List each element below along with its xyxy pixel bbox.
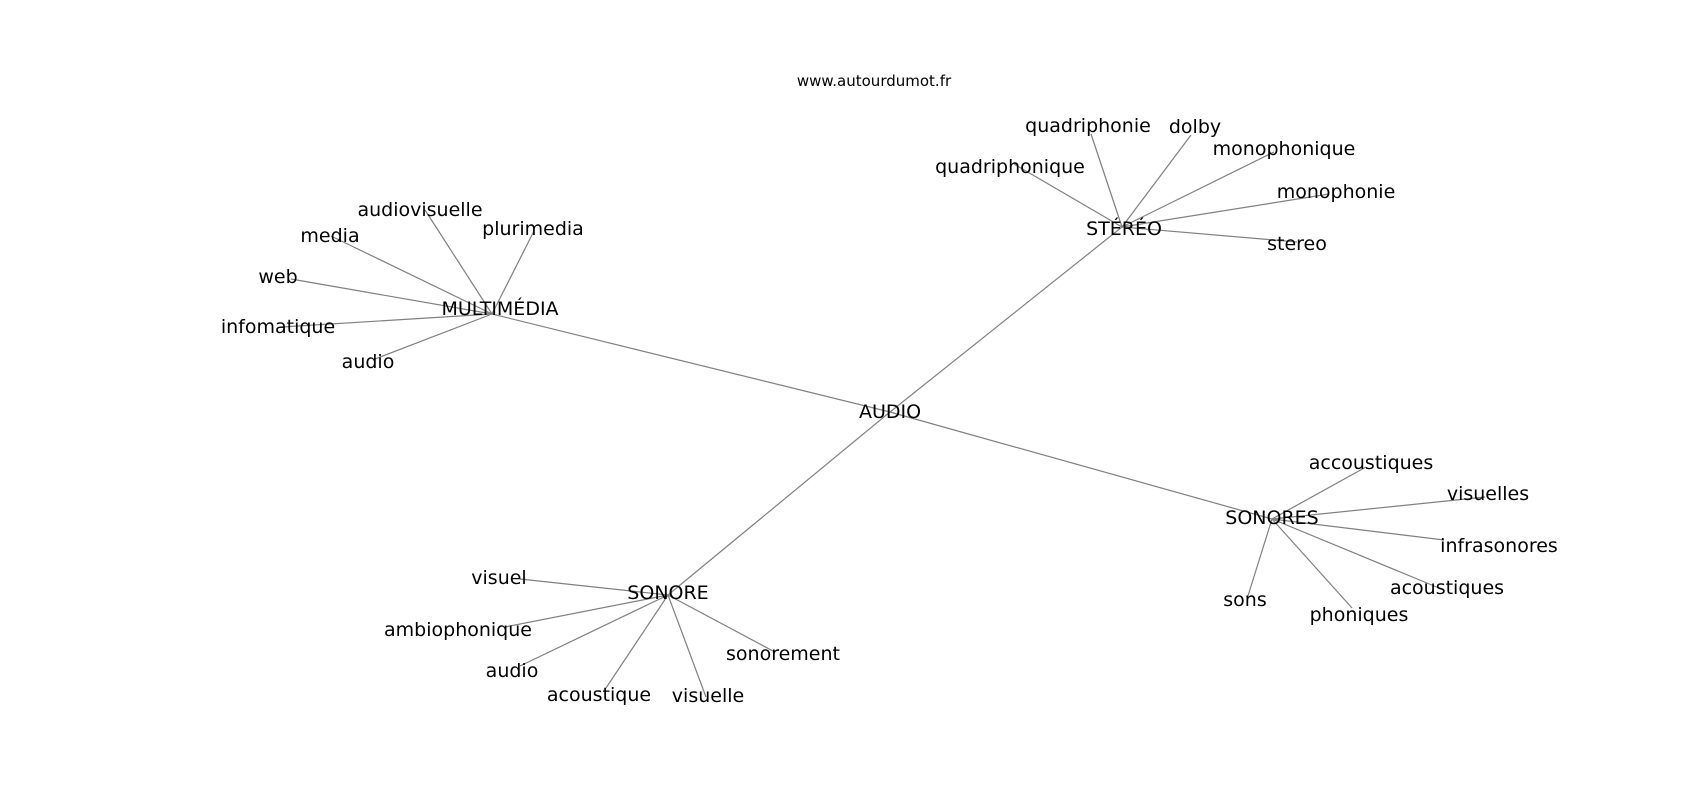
word-node-label: sonorement <box>726 643 840 665</box>
hub-node-label: STÉRÉO <box>1086 217 1162 240</box>
edge-center-to-hub <box>491 313 891 413</box>
word-node-label: quadriphonie <box>1025 115 1151 137</box>
edge-hub-to-word <box>519 594 669 667</box>
edge-hub-to-word <box>424 209 493 315</box>
word-node-label: acoustique <box>547 684 651 706</box>
hub-node-label: SONORES <box>1225 507 1318 529</box>
word-node-label: visuelles <box>1447 483 1529 505</box>
word-node-label: infrasonores <box>1440 535 1558 557</box>
edge-hub-to-word <box>1013 163 1123 228</box>
edge-hub-to-word <box>1121 226 1298 243</box>
source-watermark: www.autourdumot.fr <box>796 72 952 90</box>
word-node-label: media <box>300 225 359 247</box>
word-node-label: audiovisuelle <box>357 199 482 221</box>
word-node-label: dolby <box>1169 116 1221 138</box>
word-node-label: stereo <box>1267 233 1327 255</box>
center-node-label: AUDIO <box>859 401 921 423</box>
edge-hub-to-word <box>1271 466 1367 520</box>
word-node-label: accoustiques <box>1309 452 1434 474</box>
edge-center-to-hub <box>889 411 1273 520</box>
edge-hub-to-word <box>1121 151 1275 228</box>
word-node-label: phoniques <box>1310 604 1409 626</box>
word-node-label: visuelle <box>672 685 744 707</box>
labels: AUDIOMULTIMÉDIAaudiovisuelleplurimediame… <box>221 115 1558 707</box>
edge-hub-to-word <box>667 594 774 652</box>
word-node-label: audio <box>486 660 539 682</box>
edge-hub-to-word <box>1271 518 1445 541</box>
edge-hub-to-word <box>491 230 535 315</box>
word-node-label: plurimedia <box>482 218 584 240</box>
edge-center-to-hub <box>889 226 1123 413</box>
word-node-label: monophonie <box>1277 181 1396 203</box>
edge-hub-to-word <box>330 235 493 315</box>
word-node-label: infomatique <box>221 316 335 338</box>
word-node-label: web <box>258 266 297 288</box>
edge-hub-to-word <box>1271 496 1486 520</box>
word-node-label: visuel <box>471 567 526 589</box>
edge-hub-to-word <box>281 313 493 328</box>
edge-hub-to-word <box>1090 133 1123 228</box>
edges <box>281 133 1486 698</box>
edge-hub-to-word <box>667 594 707 698</box>
word-node-label: sons <box>1223 589 1266 611</box>
edge-hub-to-word <box>605 594 669 689</box>
edge-center-to-hub <box>667 411 891 596</box>
word-node-label: acoustiques <box>1390 577 1504 599</box>
edge-hub-to-word <box>1121 193 1330 228</box>
word-node-label: quadriphonique <box>935 156 1085 178</box>
word-node-label: ambiophonique <box>384 619 532 641</box>
edge-hub-to-word <box>1246 518 1273 600</box>
edge-hub-to-word <box>374 313 493 360</box>
edge-hub-to-word <box>504 594 669 628</box>
edge-hub-to-word <box>1271 518 1353 609</box>
hub-node-label: SONORE <box>627 582 708 604</box>
edge-hub-to-word <box>1271 518 1440 589</box>
hub-node-label: MULTIMÉDIA <box>441 297 558 320</box>
word-node-label: audio <box>342 351 395 373</box>
edge-hub-to-word <box>519 578 669 596</box>
edge-hub-to-word <box>290 278 493 315</box>
edge-hub-to-word <box>1121 134 1192 228</box>
word-node-label: monophonique <box>1213 138 1356 160</box>
